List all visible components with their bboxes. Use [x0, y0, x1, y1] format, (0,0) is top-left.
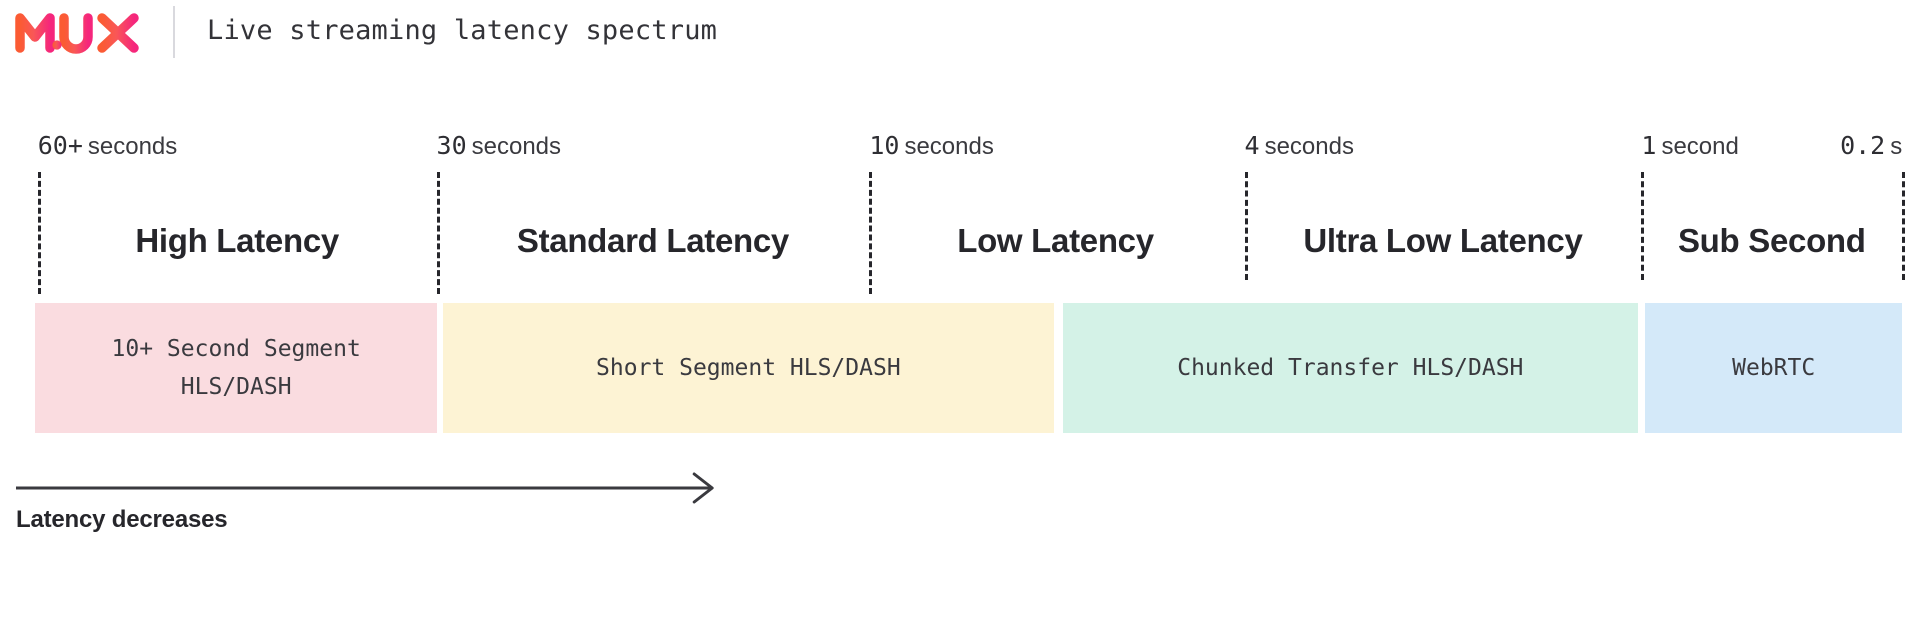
band-divider-2 [869, 172, 873, 294]
band-technology-label: WebRTC [1732, 355, 1816, 381]
high-latency-band: 10+ Second Segment HLS/DASH [34, 303, 438, 433]
header-divider [173, 6, 175, 58]
band-divider-4 [1641, 172, 1645, 280]
band-technology-label: Chunked Transfer HLS/DASH [1177, 355, 1524, 381]
axis-tick-unit: seconds [1264, 133, 1354, 160]
band-heading-standard-latency: Standard Latency [516, 222, 789, 259]
low-and-ultra-low-latency-band: Chunked Transfer HLS/DASH [1063, 303, 1638, 433]
band-heading-high-latency: High Latency [135, 222, 339, 259]
band-technology-label: 10+ Second Segment HLS/DASH [111, 336, 361, 400]
sub-second-band: WebRTC [1645, 303, 1903, 433]
axis-tick-unit: second [1661, 133, 1739, 160]
band-heading-ultra-low-latency: Ultra Low Latency [1303, 222, 1583, 259]
band-heading-low-latency: Low Latency [957, 222, 1154, 259]
axis-tick-label-0: 60+seconds [38, 131, 178, 162]
band-divider-1 [436, 172, 440, 294]
axis-tick-value: 10 [869, 131, 900, 160]
axis-tick-value: 60+ [37, 131, 83, 160]
latency-direction-caption: Latency decreases [16, 506, 228, 533]
mux-logo [14, 8, 144, 56]
axis-tick-unit: s [1890, 133, 1903, 160]
band-technology-label: Short Segment HLS/DASH [596, 355, 901, 381]
axis-tick-value: 4 [1244, 131, 1260, 160]
page-title: Live streaming latency spectrum [207, 15, 718, 46]
axis-tick-unit: seconds [471, 133, 562, 160]
axis-tick-unit: seconds [87, 133, 178, 160]
band-divider-5 [1902, 172, 1906, 280]
header: Live streaming latency spectrum [0, 0, 1920, 72]
band-divider-3 [1244, 172, 1248, 280]
axis-tick-value: 30 [436, 131, 467, 160]
axis-tick-value: 1 [1641, 131, 1657, 160]
axis-tick-value: 0.2 [1840, 131, 1886, 160]
latency-direction-arrow [15, 472, 714, 504]
band-heading-sub-second: Sub Second [1677, 222, 1866, 259]
band-divider-0 [37, 172, 41, 294]
axis-tick-unit: seconds [904, 133, 994, 160]
standard-latency-band: Short Segment HLS/DASH [443, 303, 1054, 433]
